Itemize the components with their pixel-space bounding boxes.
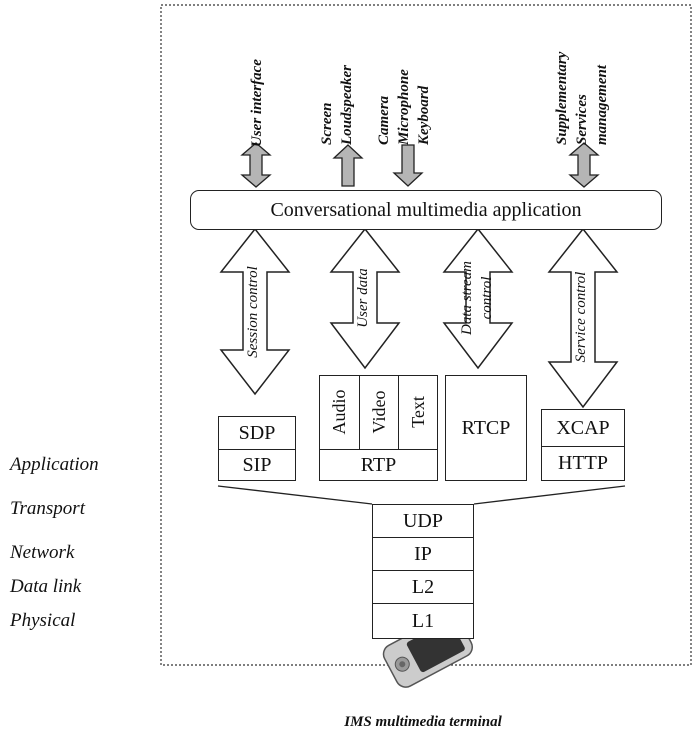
caption: IMS multimedia terminal: [344, 714, 502, 730]
camera-label: Camera: [376, 95, 392, 145]
layer-transport: Transport: [10, 498, 85, 519]
user-interface-label: User interface: [249, 59, 265, 147]
data-stream-control-word: control: [479, 276, 495, 320]
camera-in-arrow: [392, 144, 424, 187]
screen-out-arrow: [332, 144, 364, 187]
layer-network: Network: [10, 542, 75, 563]
layer-data-link: Data link: [10, 576, 82, 597]
rtp-box: RTP: [319, 449, 438, 481]
audio-label: Audio: [329, 389, 349, 435]
text-label: Text: [408, 396, 428, 428]
sdp-box: SDP: [218, 416, 296, 450]
ip-box: IP: [372, 537, 474, 571]
l1-box: L1: [372, 603, 474, 639]
management-label: management: [594, 64, 610, 145]
funnel-line-right: [473, 485, 626, 505]
keyboard-label: Keyboard: [416, 85, 432, 145]
services-label: Services: [574, 94, 590, 145]
supplementary-arrow: [568, 142, 600, 188]
udp-box: UDP: [372, 504, 474, 538]
microphone-label: Microphone: [396, 69, 412, 145]
layer-physical: Physical: [10, 610, 76, 631]
session-control-label: Session control: [245, 266, 261, 358]
layer-application: Application: [10, 454, 99, 475]
loudspeaker-label: Loudspeaker: [339, 65, 355, 145]
data-stream-control-arrow: [442, 227, 514, 370]
service-control-label: Service control: [573, 271, 589, 363]
audio-box: [319, 375, 360, 450]
l2-box: L2: [372, 570, 474, 604]
text-box: [398, 375, 438, 450]
http-box: HTTP: [541, 446, 625, 481]
rtcp-box: RTCP: [445, 375, 527, 481]
xcap-box: XCAP: [541, 409, 625, 447]
funnel-line-left: [217, 485, 373, 505]
video-box: [359, 375, 399, 450]
data-stream-label: Data stream: [459, 260, 475, 336]
application-box: Conversational multimedia application: [190, 190, 662, 230]
sip-box: SIP: [218, 449, 296, 481]
video-label: Video: [369, 390, 389, 434]
supplementary-label: Supplementary: [554, 51, 570, 145]
terminal-frame: [160, 4, 692, 666]
user-data-label: User data: [355, 268, 371, 328]
user-data-arrow: [329, 227, 401, 370]
session-control-arrow: [219, 227, 291, 396]
user-interface-arrow: [240, 142, 272, 188]
screen-label: Screen: [319, 102, 335, 146]
service-control-arrow: [547, 227, 619, 409]
